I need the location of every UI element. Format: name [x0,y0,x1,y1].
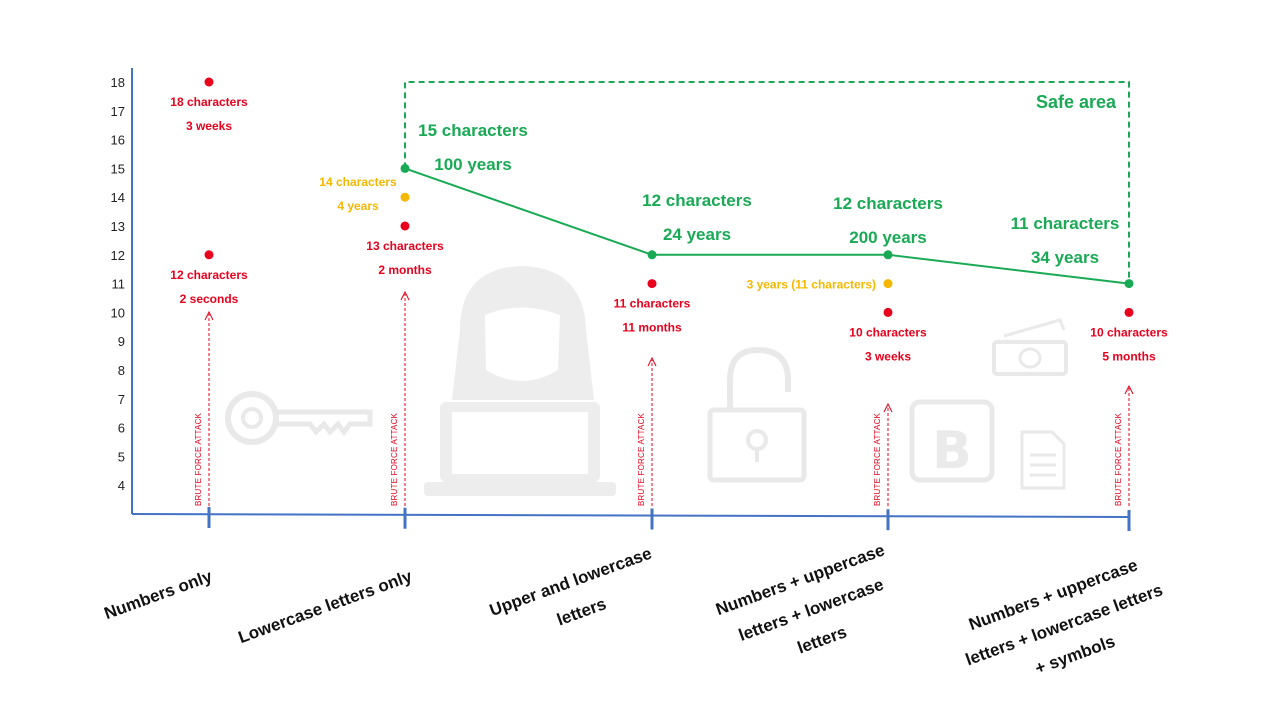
y-tick-label: 6 [118,421,125,436]
brute-force-label: BRUTE FORCE ATTACK [637,412,646,506]
green-point-label: 100 years [434,155,512,174]
axes: 4 5 6 7 8 9 10 11 12 13 14 15 16 17 18 [111,68,1131,531]
key-icon [225,391,373,445]
brute-force-arrow-head [204,310,214,321]
green-point-label: 12 characters [642,191,752,210]
category-label-group: Numbers only [102,566,216,623]
y-tick-label: 14 [111,190,125,205]
red-point-label: 3 weeks [865,349,911,363]
y-tick-label: 12 [111,248,125,263]
green-series-line [404,167,1130,285]
red-point-label: 2 months [378,263,432,277]
green-point-label: 34 years [1031,248,1099,267]
safe-area-label: Safe area [1036,92,1117,112]
watermark-layer: B [225,266,1068,496]
y-tick-label: 18 [111,75,125,90]
category-label: Numbers only [102,566,216,623]
data-points [204,77,1134,317]
data-labels: 18 characters 3 weeks 12 characters 2 secon… [170,95,1168,363]
red-point-label: 10 characters [1090,325,1168,339]
brute-force-label: BRUTE FORCE ATTACK [390,412,399,506]
yellow-point-label: 14 characters [319,175,397,189]
x-axis-line [131,513,1131,518]
brute-force-arrows: BRUTE FORCE ATTACK BRUTE FORCE ATTACK BRUT… [194,290,1134,506]
brute-force-arrow-head [400,290,410,301]
svg-text:B: B [932,421,972,481]
cash-icon [992,318,1068,376]
hacker-icon [452,266,594,400]
green-point-label: 11 characters [1011,214,1120,233]
red-point [204,77,214,87]
green-point [1124,279,1134,289]
category-label: letters [795,622,849,657]
unlocked-padlock-icon [707,346,807,483]
y-tick-label: 15 [111,161,125,176]
red-point-label: 12 characters [170,268,248,282]
yellow-point-label: 3 years (11 characters) [747,278,876,292]
green-series [400,163,1134,289]
y-tick-label: 16 [111,133,125,148]
brute-force-arrow-head [883,402,893,413]
y-tick-label: 9 [118,334,125,349]
green-point-label: 12 characters [833,194,943,213]
red-point-label: 5 months [1102,349,1156,363]
green-point-label: 24 years [663,225,731,244]
y-tick-label: 17 [111,104,125,119]
category-label: letters [554,594,608,629]
red-point-label: 18 characters [170,95,248,109]
yellow-point-label: 4 years [337,199,379,213]
safe-area: Safe area [404,81,1130,284]
y-tick-label: 13 [111,219,125,234]
y-tick-label: 4 [118,478,125,493]
category-label: Lowercase letters only [236,566,415,647]
y-tick-label: 8 [118,363,125,378]
y-tick-label: 7 [118,392,125,407]
laptop-icon [424,402,616,496]
brute-force-arrow-head [647,356,657,367]
y-tick-label: 10 [111,305,125,320]
red-point [204,250,214,260]
red-point [883,307,893,317]
red-point-label: 11 months [622,321,682,335]
yellow-point [883,279,893,289]
red-point-label: 13 characters [366,239,444,253]
green-point-label: 200 years [849,228,927,247]
red-point-label: 3 weeks [186,119,232,133]
category-labels: Numbers only Lowercase letters only Upper … [102,540,1166,678]
red-point [647,279,657,289]
red-point [400,221,410,231]
green-point [400,163,410,173]
green-point [647,250,657,260]
brute-force-arrow-head [1124,384,1134,395]
green-point [883,250,893,260]
safe-area-boundary [404,81,1130,284]
red-point-label: 2 seconds [180,292,239,306]
category-label-group: Lowercase letters only [236,566,415,647]
bitcoin-wallet-icon: B [909,399,995,483]
y-tick-label: 5 [118,449,125,464]
y-tick-label: 11 [112,277,126,292]
red-point [1124,307,1134,317]
red-point-label: 11 characters [614,297,691,311]
yellow-point [400,192,410,202]
red-point-label: 10 characters [849,325,927,339]
document-icon [1020,430,1066,490]
brute-force-label: BRUTE FORCE ATTACK [873,412,882,506]
green-point-label: 15 characters [418,121,528,140]
brute-force-label: BRUTE FORCE ATTACK [1114,412,1123,506]
brute-force-label: BRUTE FORCE ATTACK [194,412,203,506]
